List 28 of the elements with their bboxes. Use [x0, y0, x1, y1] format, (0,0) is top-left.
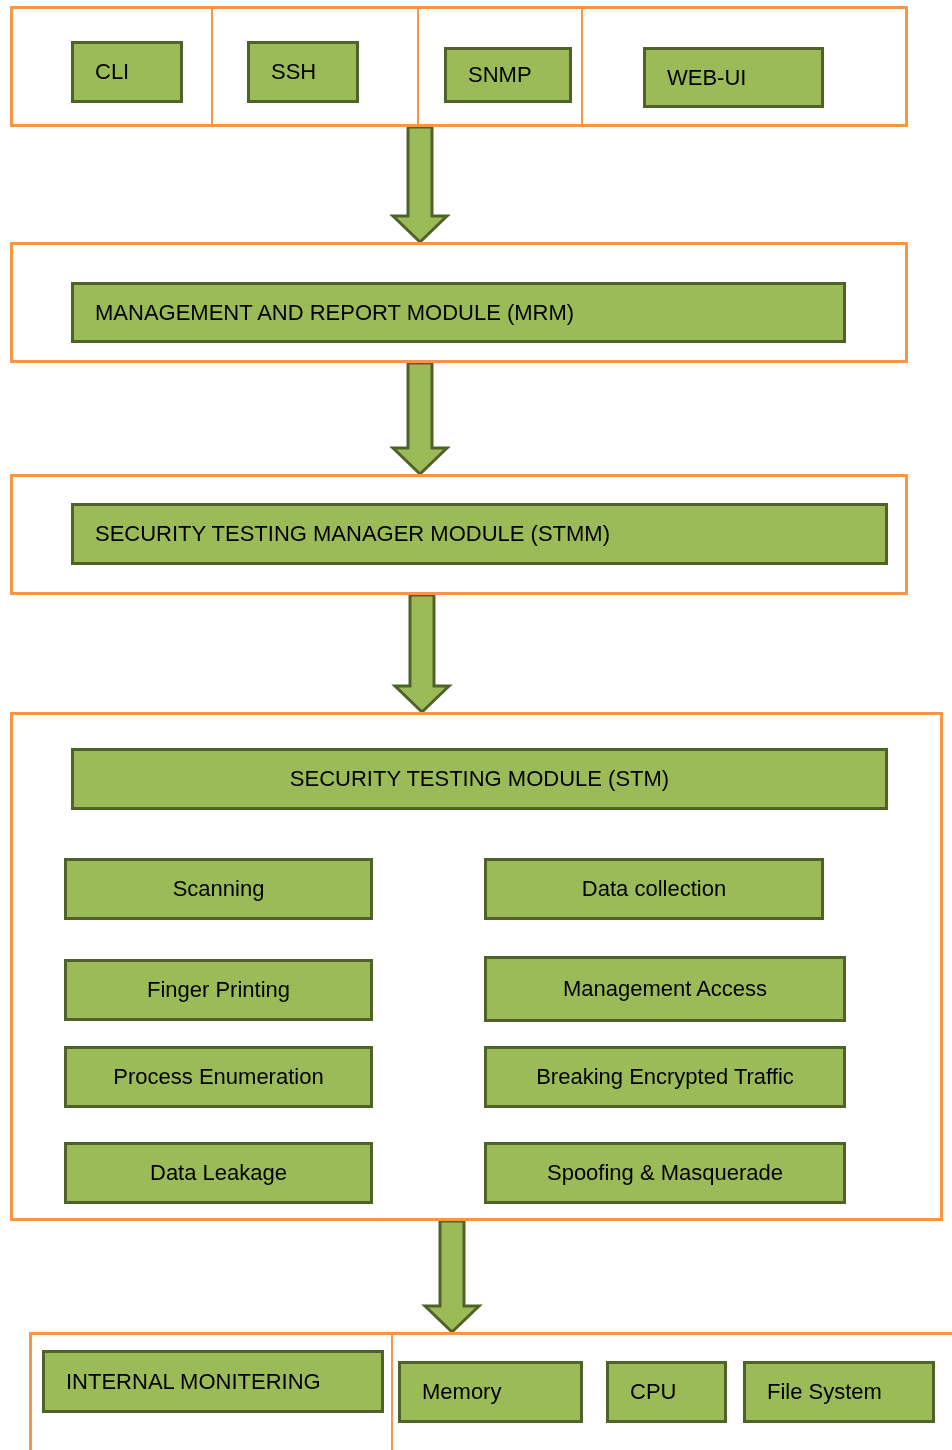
block-arrow [421, 1219, 483, 1335]
module-box: CPU [606, 1361, 727, 1423]
module-panel [10, 242, 908, 363]
module-box: Breaking Encrypted Traffic [484, 1046, 846, 1108]
module-box: CLI [71, 41, 183, 103]
module-box: File System [743, 1361, 935, 1423]
module-box: SSH [247, 41, 359, 103]
module-panel [29, 1332, 952, 1450]
module-box: Memory [398, 1361, 583, 1423]
module-panel [10, 474, 908, 595]
module-box: Scanning [64, 858, 373, 920]
module-box: WEB-UI [643, 47, 824, 108]
module-box: Management Access [484, 956, 846, 1022]
module-box: INTERNAL MONITERING [42, 1350, 384, 1413]
block-arrow [389, 125, 451, 245]
module-box: SECURITY TESTING MODULE (STM) [71, 748, 888, 810]
module-panel [10, 712, 943, 1221]
module-box: Process Enumeration [64, 1046, 373, 1108]
module-box: Finger Printing [64, 959, 373, 1021]
block-arrow [391, 593, 453, 715]
module-box: MANAGEMENT AND REPORT MODULE (MRM) [71, 282, 846, 343]
module-box: SNMP [444, 47, 572, 103]
block-arrow [389, 361, 451, 477]
module-box: Data Leakage [64, 1142, 373, 1204]
module-panel [10, 6, 908, 127]
module-box: Spoofing & Masquerade [484, 1142, 846, 1204]
module-box: SECURITY TESTING MANAGER MODULE (STMM) [71, 503, 888, 565]
module-box: Data collection [484, 858, 824, 920]
